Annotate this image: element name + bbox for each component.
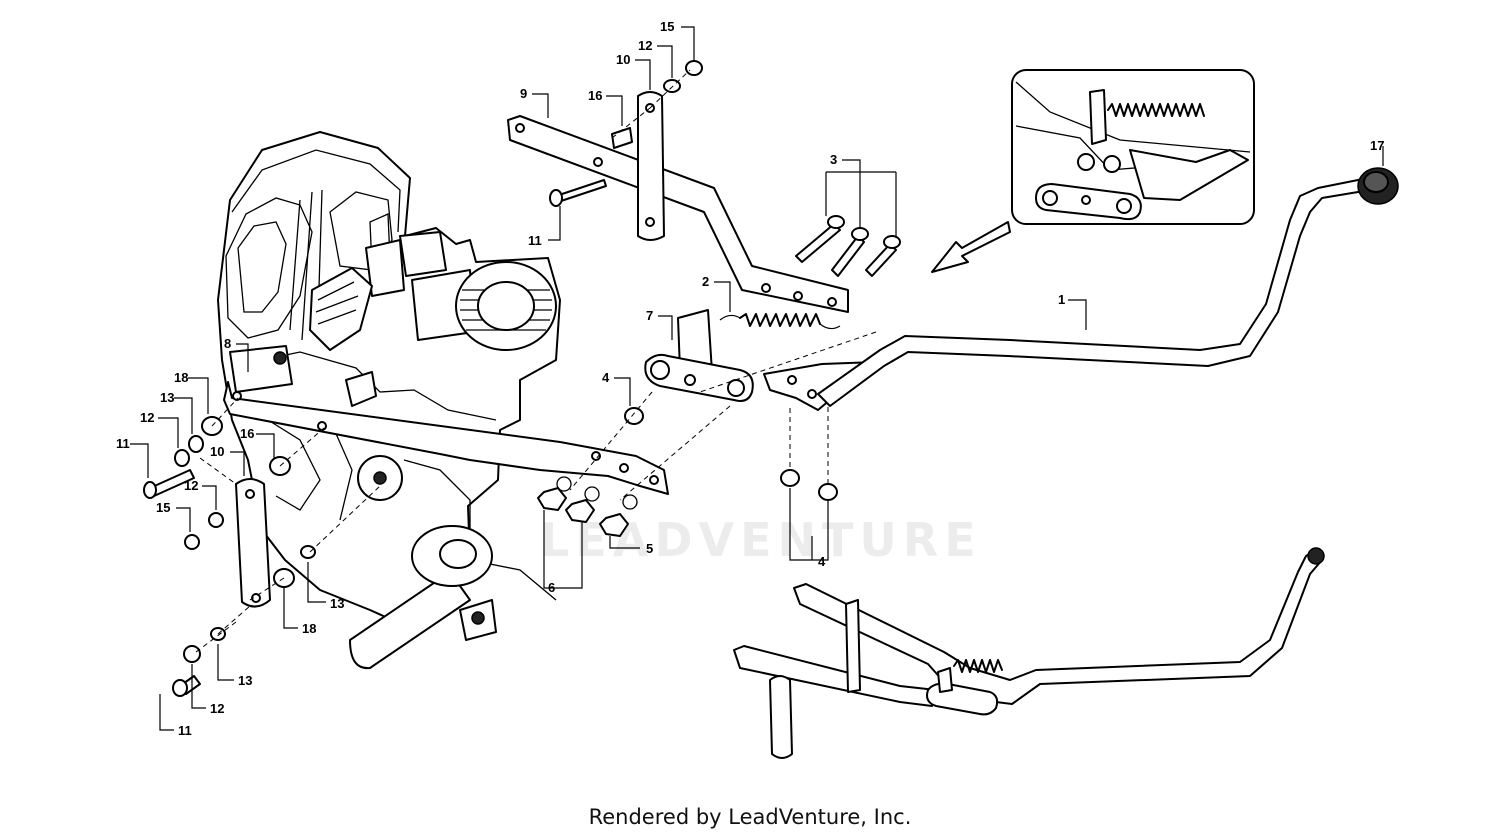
callout-labels: 15 12 10 9 16 11 3 17 2 1 7 4 8 18 13 11… <box>116 19 1384 738</box>
callout-2: 2 <box>702 274 709 289</box>
callout-7: 7 <box>646 308 653 323</box>
callout-17: 17 <box>1370 138 1384 153</box>
shift-lever-assembly <box>537 309 877 537</box>
inset-detail <box>931 69 1255 273</box>
shift-rod <box>817 167 1399 407</box>
callout-11-top: 11 <box>528 233 542 248</box>
callout-12-mid: 12 <box>184 478 198 493</box>
engine-assembly <box>217 131 561 670</box>
upper-bracket-bar <box>507 60 901 313</box>
callout-16-top: 16 <box>588 88 602 103</box>
assembled-view <box>733 547 1325 759</box>
callout-18-low: 18 <box>302 621 316 636</box>
callout-15-left: 15 <box>156 500 170 515</box>
callout-10-top: 10 <box>616 52 630 67</box>
callout-12-bottom: 12 <box>210 701 224 716</box>
callout-13-left: 13 <box>160 390 174 405</box>
callout-12-top: 12 <box>638 38 652 53</box>
callout-15-top: 15 <box>660 19 674 34</box>
callout-4-bottom: 4 <box>818 554 826 569</box>
callout-16-left: 16 <box>240 426 254 441</box>
callout-5: 5 <box>646 541 653 556</box>
callout-6: 6 <box>548 580 555 595</box>
left-link-and-fasteners <box>143 397 381 697</box>
callout-12-left: 12 <box>140 410 154 425</box>
callout-8: 8 <box>224 336 231 351</box>
callout-10-left: 10 <box>210 444 224 459</box>
lower-bracket-bar <box>223 345 669 495</box>
callout-13-low: 13 <box>330 596 344 611</box>
callout-1: 1 <box>1058 292 1065 307</box>
callout-11-left: 11 <box>116 436 130 451</box>
callout-3: 3 <box>830 152 837 167</box>
leader-lines <box>130 26 1384 731</box>
callout-18-left: 18 <box>174 370 188 385</box>
callout-11-bottom: 11 <box>178 723 192 738</box>
callout-13-bottom: 13 <box>238 673 252 688</box>
footer-credit: Rendered by LeadVenture, Inc. <box>588 805 912 829</box>
callout-9: 9 <box>520 86 527 101</box>
callout-4-center: 4 <box>602 370 610 385</box>
